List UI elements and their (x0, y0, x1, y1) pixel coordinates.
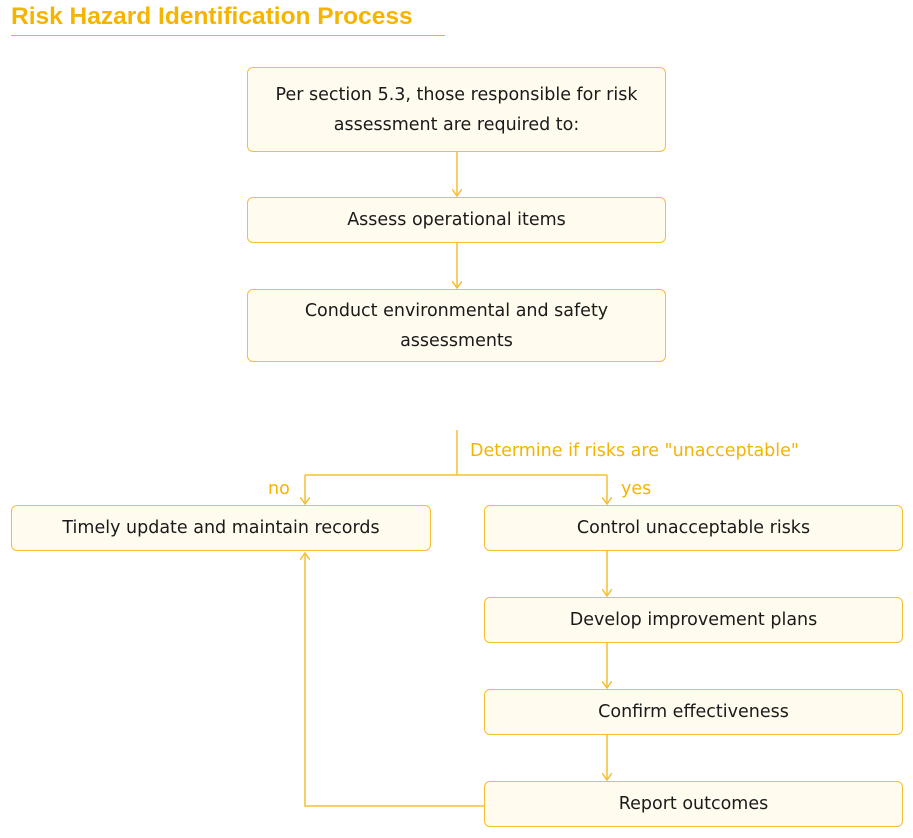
timely-update-records-node: Timely update and maintain records (11, 505, 431, 551)
assess-operational-items-node: Assess operational items (247, 197, 666, 243)
conduct-assessments-node: Conduct environmental and safety assessm… (247, 289, 666, 362)
decision-label: Determine if risks are "unacceptable" (470, 441, 799, 461)
control-risks-node: Control unacceptable risks (484, 505, 903, 551)
develop-plans-node: Develop improvement plans (484, 597, 903, 643)
arrow-report-to-timely (305, 553, 484, 807)
confirm-effectiveness-node: Confirm effectiveness (484, 689, 903, 735)
report-outcomes-node: Report outcomes (484, 781, 903, 827)
branch-no-label: no (268, 479, 290, 499)
branch-yes-label: yes (621, 479, 652, 499)
start-node: Per section 5.3, those responsible for r… (247, 67, 666, 152)
page-title: Risk Hazard Identification Process (11, 2, 445, 36)
